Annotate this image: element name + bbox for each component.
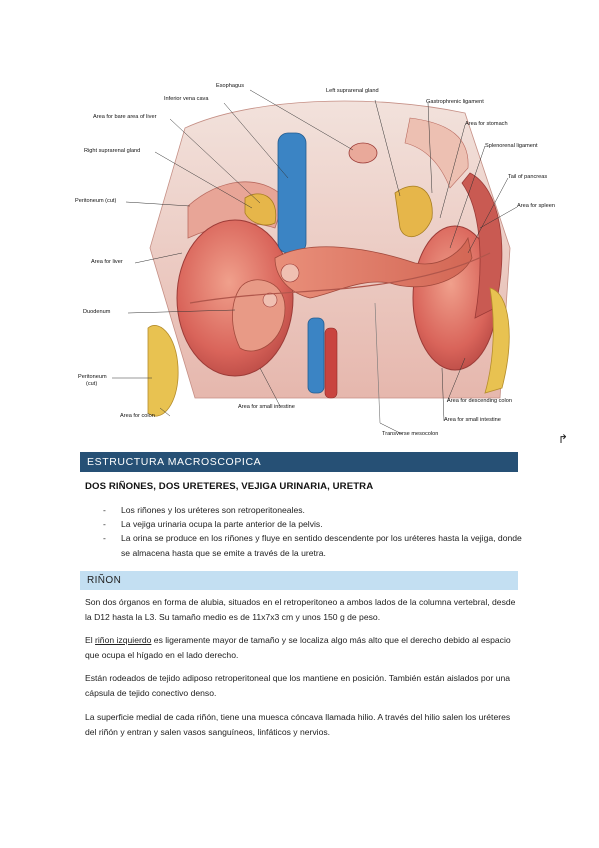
- bullet-dash: -: [103, 533, 106, 544]
- list-item: - Los riñones y los uréteres son retroper…: [103, 503, 523, 517]
- paragraph-left-kidney: El riñon izquierdo es ligeramente mayor …: [85, 633, 517, 663]
- page-corner-mark: ↱: [558, 432, 569, 446]
- label-area-for-spleen: Area for spleen: [517, 203, 555, 209]
- paragraph-location: Son dos órganos en forma de alubia, situ…: [85, 597, 516, 623]
- label-splenorenal-ligament: Splenorenal ligament: [485, 143, 538, 149]
- section-header-rinon: RIÑON: [80, 571, 518, 590]
- label-area-for-stomach: Area for stomach: [465, 121, 508, 127]
- label-area-for-colon: Area for colon: [120, 413, 155, 419]
- label-duodenum: Duodenum: [83, 309, 111, 315]
- list-item: - La vejiga urinaria ocupa la parte anter…: [103, 517, 523, 531]
- bullet-dash: -: [103, 505, 106, 515]
- label-left-suprarenal-gland: Left suprarenal gland: [326, 88, 379, 94]
- list-item: - La orina se produce en los riñones y fl…: [103, 531, 523, 559]
- paragraph-adipose: Están rodeados de tejido adiposo retrope…: [85, 673, 511, 699]
- label-gastrophrenic-ligament: Gastrophrenic ligament: [426, 99, 484, 105]
- section-header-estructura: ESTRUCTURA MACROSCOPICA: [80, 452, 518, 472]
- label-inferior-vena-cava: Inferior vena cava: [164, 96, 209, 102]
- label-area-for-small-intestine-left: Area for small intestine: [238, 404, 295, 410]
- bullet-text: La vejiga urinaria ocupa la parte anteri…: [121, 519, 323, 530]
- bullet-list: - Los riñones y los uréteres son retroper…: [103, 503, 523, 560]
- bullet-text: La orina se produce en los riñones y flu…: [121, 533, 522, 558]
- bullet-dash: -: [103, 519, 106, 530]
- bullet-text: Los riñones y los uréteres son retroperi…: [121, 505, 305, 515]
- label-peritoneum-cut-upper: Peritoneum (cut): [75, 198, 117, 204]
- label-area-for-descending-colon: Area for descending colon: [447, 398, 512, 404]
- label-right-suprarenal-gland: Right suprarenal gland: [84, 148, 141, 154]
- label-esophagus: Esophagus: [216, 83, 244, 89]
- label-peritoneum-cut-lower-note: (cut): [86, 381, 98, 387]
- text-span: El: [85, 635, 96, 645]
- anatomy-drawing: [112, 89, 518, 435]
- label-peritoneum-cut-lower: Peritoneum: [78, 374, 107, 380]
- text-span: es ligeramente mayor de tamaño y se loca…: [85, 635, 511, 661]
- label-transverse-mesocolon: Transverse mesocolon: [382, 431, 439, 437]
- section-subheading: DOS RIÑONES, DOS URETERES, VEJIGA URINAR…: [85, 481, 374, 492]
- kidney-anatomy-illustration: Esophagus Inferior vena cava Left suprar…: [70, 78, 555, 443]
- label-area-for-liver: Area for liver: [91, 259, 123, 265]
- label-area-for-small-intestine-right: Area for small intestine: [444, 417, 501, 423]
- underlined-term: riñon izquierdo: [95, 635, 152, 645]
- paragraph-hilum: La superficie medial de cada riñón, tien…: [85, 712, 511, 738]
- label-tail-of-pancreas: Tail of pancreas: [508, 174, 548, 180]
- label-area-for-bare-area-of-liver: Area for bare area of liver: [93, 114, 157, 120]
